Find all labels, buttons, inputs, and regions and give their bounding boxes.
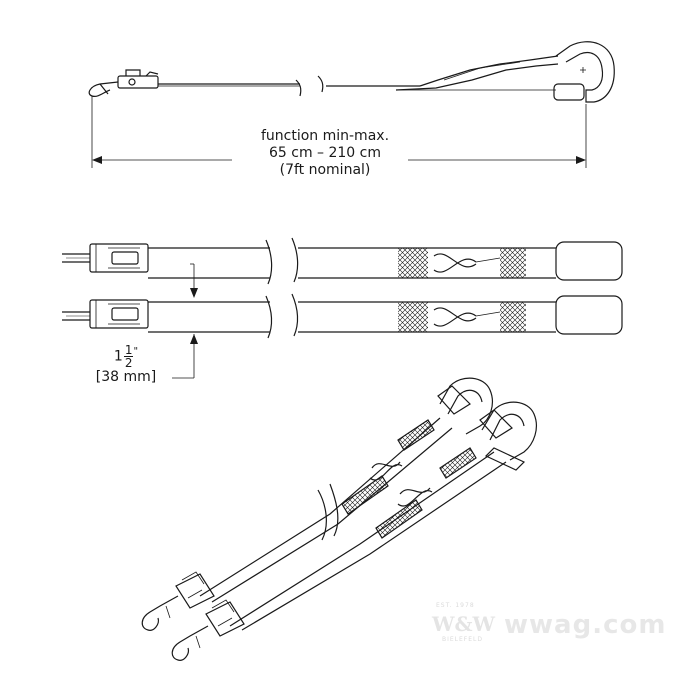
break-mark-strap-1b: [291, 237, 299, 283]
break-mark-top-1: [295, 79, 302, 97]
length-dimension-label: function min-max. 65 cm – 210 cm (7ft no…: [235, 128, 415, 179]
perspective-straps: [141, 377, 537, 661]
top-view-strap-1: [62, 237, 623, 285]
ratchet-perspective-2: [171, 599, 245, 661]
dimension-line-1: function min-max.: [260, 128, 390, 144]
dimension-line-3: (7ft nominal): [279, 162, 371, 178]
break-mark-strap-2b: [291, 293, 299, 337]
width-dimension: [172, 263, 198, 379]
watermark: EST. 1978 W&W wwag.com BIELEFELD: [432, 602, 672, 662]
break-mark-top-2: [317, 75, 324, 93]
hook-end: [555, 41, 615, 103]
soft-loop: [419, 55, 559, 87]
top-view-straps: [62, 237, 623, 339]
strap-width-numerator: 1: [123, 343, 134, 357]
dimension-line-2: 65 cm – 210 cm: [268, 145, 381, 161]
strap-width-denominator: 2: [124, 356, 133, 370]
top-view-strap-2: [62, 293, 623, 339]
strap-width-metric: [38 mm]: [95, 369, 157, 385]
watermark-estd: EST. 1978: [436, 602, 475, 609]
side-view-strap: [88, 41, 615, 103]
strap-width-unit: ": [133, 346, 139, 357]
watermark-site: wwag.com: [504, 610, 667, 640]
ratchet-side: [117, 75, 159, 89]
length-dimension: [91, 96, 587, 168]
watermark-logo: W&W: [432, 612, 495, 636]
break-mark-strap-1a: [265, 239, 273, 285]
break-mark-strap-2a: [265, 295, 273, 339]
loop-sleeve-2: [479, 409, 513, 439]
hook-sleeve: [553, 83, 585, 101]
watermark-city: BIELEFELD: [442, 636, 484, 643]
loop-sleeve-1: [437, 385, 471, 415]
snap-hook-left: [88, 81, 119, 97]
strap-width-whole: 1: [113, 348, 123, 365]
ratchet-perspective-1: [141, 571, 215, 631]
